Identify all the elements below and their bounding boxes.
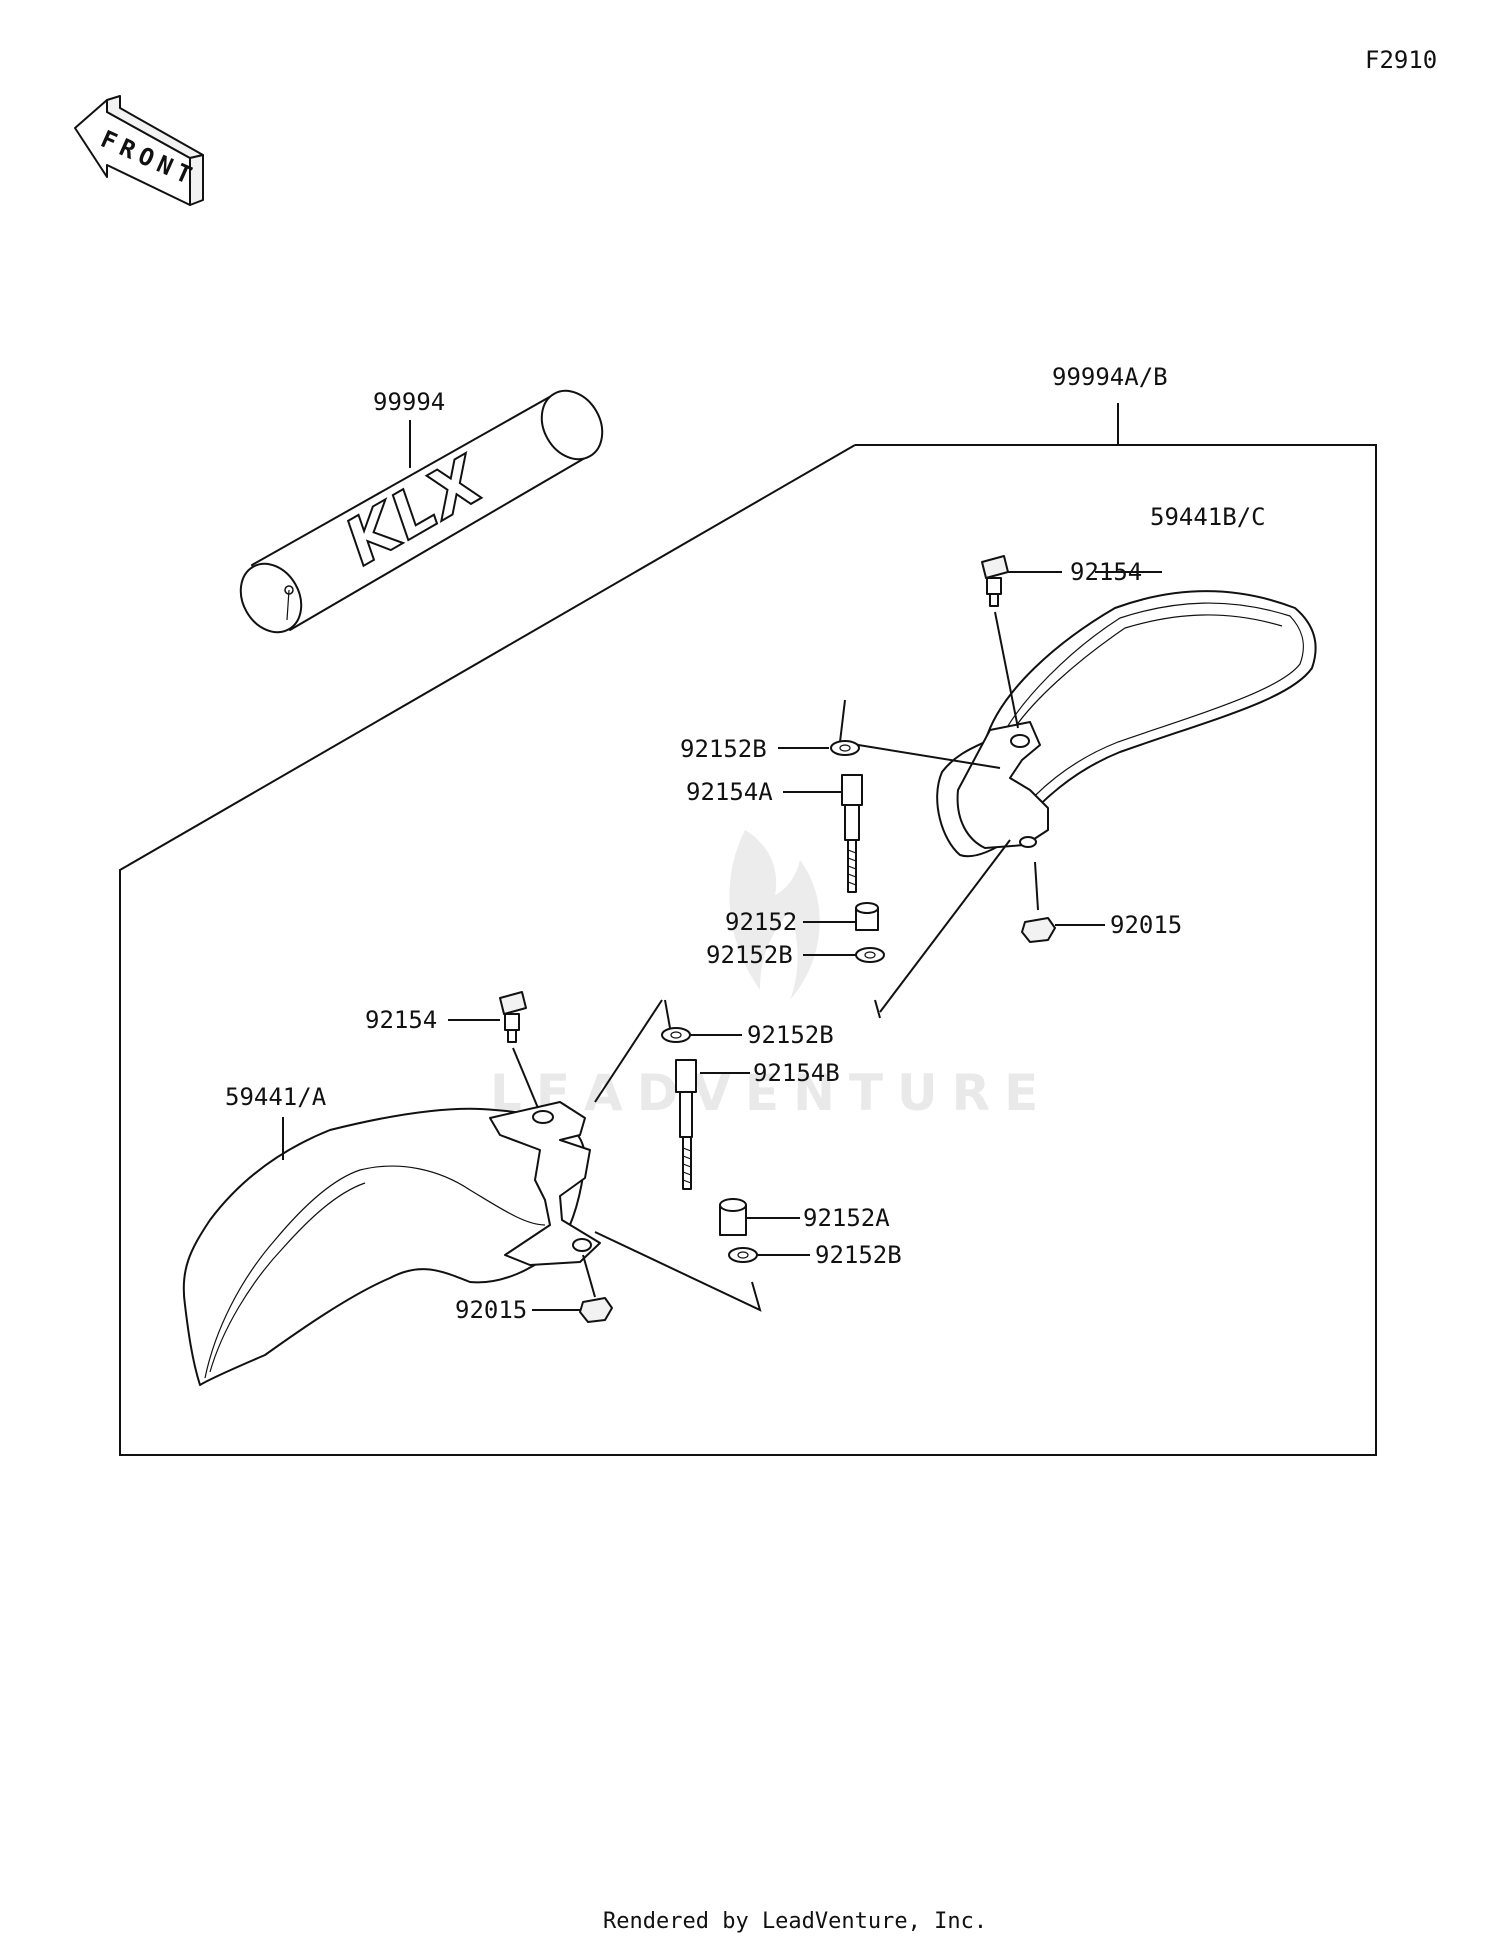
bolt-92154-right bbox=[981, 555, 1009, 607]
bolt-92154-left bbox=[499, 991, 527, 1043]
diagram-code: F2910 bbox=[1365, 46, 1437, 74]
nut-92015-right bbox=[1021, 917, 1056, 943]
callout-92152b-l2: 92152B bbox=[815, 1241, 902, 1269]
callout-92152a: 92152A bbox=[803, 1204, 890, 1232]
watermark-text: LEADVENTURE bbox=[490, 1064, 1052, 1122]
bolt-92154a bbox=[841, 774, 863, 893]
collar-92152 bbox=[855, 902, 879, 931]
footer-credit: Rendered by LeadVenture, Inc. bbox=[603, 1909, 987, 1934]
callout-59441bc: 59441B/C bbox=[1150, 503, 1266, 531]
callout-92154-right: 92154 bbox=[1070, 558, 1142, 586]
collar-92152b-l2 bbox=[728, 1247, 758, 1263]
watermark-logo: LEADVENTURE bbox=[490, 830, 1052, 1122]
kit-boundary bbox=[119, 444, 1377, 1456]
callout-92154-left: 92154 bbox=[365, 1006, 437, 1034]
collar-92152b-r1 bbox=[830, 740, 860, 756]
hand-guard-left bbox=[182, 1101, 601, 1386]
callout-59441a: 59441/A bbox=[225, 1083, 327, 1111]
callout-92152b-r1: 92152B bbox=[680, 735, 767, 763]
handlebar-pad: KLX bbox=[239, 389, 604, 634]
collar-92152a bbox=[719, 1198, 747, 1236]
collar-92152b-r2 bbox=[855, 947, 885, 963]
callout-92152b-l1: 92152B bbox=[747, 1021, 834, 1049]
callout-92154b: 92154B bbox=[753, 1059, 840, 1087]
callout-92152: 92152 bbox=[725, 908, 797, 936]
callout-92015-left: 92015 bbox=[455, 1296, 527, 1324]
callout-92015-right: 92015 bbox=[1110, 911, 1182, 939]
nut-92015-left bbox=[579, 1297, 613, 1323]
collar-92152b-l1 bbox=[661, 1027, 691, 1043]
callout-99994ab: 99994A/B bbox=[1052, 363, 1168, 391]
callout-92154a: 92154A bbox=[686, 778, 773, 806]
front-arrow-icon: FRONT bbox=[74, 95, 204, 206]
hand-guard-right bbox=[936, 590, 1317, 858]
callout-92152b-r2: 92152B bbox=[706, 941, 793, 969]
callout-99994: 99994 bbox=[373, 388, 445, 416]
bolt-92154b bbox=[675, 1059, 697, 1190]
